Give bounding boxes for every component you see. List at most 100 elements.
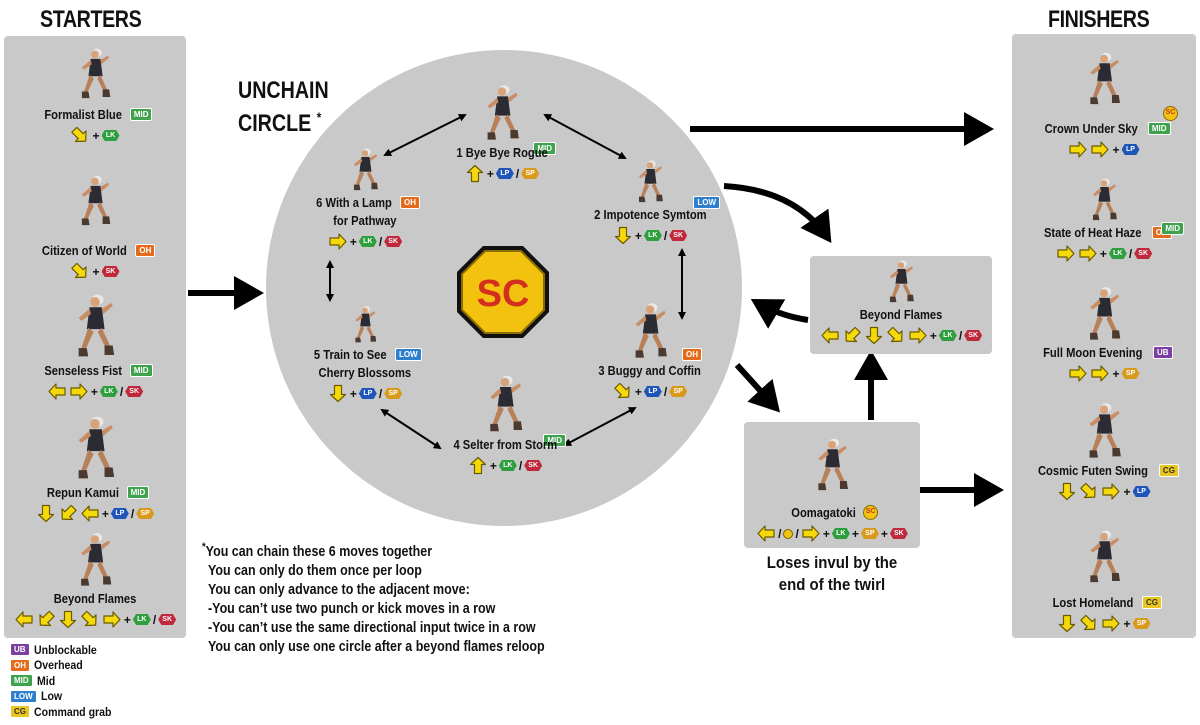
unchain-circle-title: UNCHAIN CIRCLE * xyxy=(238,78,329,137)
input-sequence: + LK / SK xyxy=(810,323,992,348)
circle-title-line1: UNCHAIN xyxy=(238,77,329,104)
move-name: Cosmic Futen Swing xyxy=(1038,463,1148,478)
oomagatoki: Oomagatoki SC / / + LK + SP + SK xyxy=(744,426,920,542)
lk-button-icon: LK xyxy=(1108,248,1127,259)
move-name: Full Moon Evening xyxy=(1043,345,1143,360)
arrow-down-icon xyxy=(1059,614,1076,633)
move-name: Lost Homeland xyxy=(1052,595,1134,610)
arrow-forward-icon xyxy=(1091,365,1110,382)
sp-button-icon: SP xyxy=(669,386,688,397)
arrow-down-icon xyxy=(614,226,631,245)
fighter-figure-icon xyxy=(1090,530,1120,583)
sp-button-icon: SP xyxy=(136,508,155,519)
note-line: You can only use one circle after a beyo… xyxy=(208,638,545,655)
input-sequence: + LK / SK xyxy=(570,226,730,245)
footnote-mark: * xyxy=(202,541,206,553)
circle-move-3: OH 3 Buggy and Coffin + LP / SP xyxy=(570,300,730,404)
legend-label: Command grab xyxy=(34,704,112,719)
move-tag: OH xyxy=(400,196,420,210)
fighter-figure-icon xyxy=(638,160,663,203)
note-line: -You can’t use the same directional inpu… xyxy=(208,619,536,636)
lp-button-icon: LP xyxy=(110,508,129,519)
sp-button-icon: SP xyxy=(521,168,540,179)
arrow-up-icon xyxy=(466,164,483,183)
arrow-circle-to-oomagatoki xyxy=(734,362,781,413)
sk-button-icon: SK xyxy=(125,386,144,397)
legend-label: Low xyxy=(40,689,62,704)
fighter-figure-icon xyxy=(818,438,848,491)
legend-label: Mid xyxy=(36,673,55,688)
legend-tag: MID xyxy=(10,674,33,688)
input-sequence: + LP / SP xyxy=(432,164,572,183)
finisher-state-of-heat-haze: MID State of Heat HazeOH + LK / SK xyxy=(1012,176,1196,262)
lk-button-icon: LK xyxy=(831,528,850,539)
arrow-circle-to-beyond-flames xyxy=(723,183,832,243)
move-tag: MID xyxy=(129,108,153,122)
sp-button-icon: SP xyxy=(1121,368,1140,379)
arrow-forward-icon xyxy=(802,525,820,542)
sk-button-icon: SK xyxy=(101,266,120,277)
fighter-figure-icon xyxy=(1090,287,1121,340)
move-tag: MID xyxy=(126,486,150,500)
finisher-full-moon-evening: Full Moon Evening UB + SP xyxy=(1012,284,1196,382)
move-name: Crown Under Sky xyxy=(1045,121,1139,136)
sc-badge-icon: SC xyxy=(863,505,879,521)
sp-button-icon: SP xyxy=(860,528,879,539)
input-sequence: + LP / SP xyxy=(4,501,186,526)
lp-button-icon: LP xyxy=(1132,486,1151,497)
move-name: Citizen of World xyxy=(41,243,127,258)
sk-button-icon: SK xyxy=(158,614,177,625)
move-tag: CG xyxy=(1141,596,1162,610)
input-sequence: / / + LK + SP + SK xyxy=(744,525,920,542)
sc-stop-sign-icon: SC xyxy=(457,246,549,338)
move-tag: MID xyxy=(1147,122,1171,136)
arrow-forward-icon xyxy=(1069,141,1088,158)
move-tag: UB xyxy=(1152,346,1173,360)
move-name-line2: Cherry Blossoms xyxy=(318,365,412,380)
sp-button-icon: SP xyxy=(1132,618,1151,629)
move-tag: OH xyxy=(682,348,702,361)
move-name: 5 Train to See xyxy=(314,347,388,362)
starter-beyond-flames: Beyond Flames + LK / SK xyxy=(4,530,186,632)
fighter-figure-icon xyxy=(355,306,377,343)
arrow-back-icon xyxy=(821,327,839,344)
sk-button-icon: SK xyxy=(1134,248,1153,259)
move-tag: OH xyxy=(135,244,156,258)
circle-move-1: MID 1 Bye Bye Rogue + LP / SP xyxy=(432,82,572,183)
move-name: 4 Selter from Storm xyxy=(453,437,557,452)
move-name: Beyond Flames xyxy=(53,591,137,606)
sc-badge-icon: SC xyxy=(1163,106,1178,121)
invul-note: Loses invul by the end of the twirl xyxy=(751,552,913,596)
fighter-figure-icon xyxy=(487,85,519,140)
lk-button-icon: LK xyxy=(132,614,151,625)
sk-button-icon: SK xyxy=(964,330,983,341)
move-name: 1 Bye Bye Rogue xyxy=(456,145,548,160)
legend-tag: UB xyxy=(10,643,30,657)
fighter-figure-icon xyxy=(353,148,378,191)
legend-tag: OH xyxy=(10,658,30,672)
input-sequence: + SP xyxy=(1012,365,1196,382)
move-tag: CG xyxy=(1158,464,1179,478)
lp-button-icon: LP xyxy=(1121,144,1140,155)
sk-button-icon: SK xyxy=(384,236,403,247)
link-6-1 xyxy=(383,114,467,156)
arrow-down-icon xyxy=(865,326,882,345)
lk-button-icon: LK xyxy=(938,330,957,341)
move-name: Oomagatoki xyxy=(791,505,856,520)
arrow-forward-icon xyxy=(1102,615,1121,632)
sk-button-icon: SK xyxy=(669,230,688,241)
input-sequence: + SK xyxy=(4,259,186,284)
arrow-forward-icon xyxy=(1057,245,1075,262)
sc-label: SC xyxy=(477,273,530,315)
lk-button-icon: LK xyxy=(99,386,118,397)
